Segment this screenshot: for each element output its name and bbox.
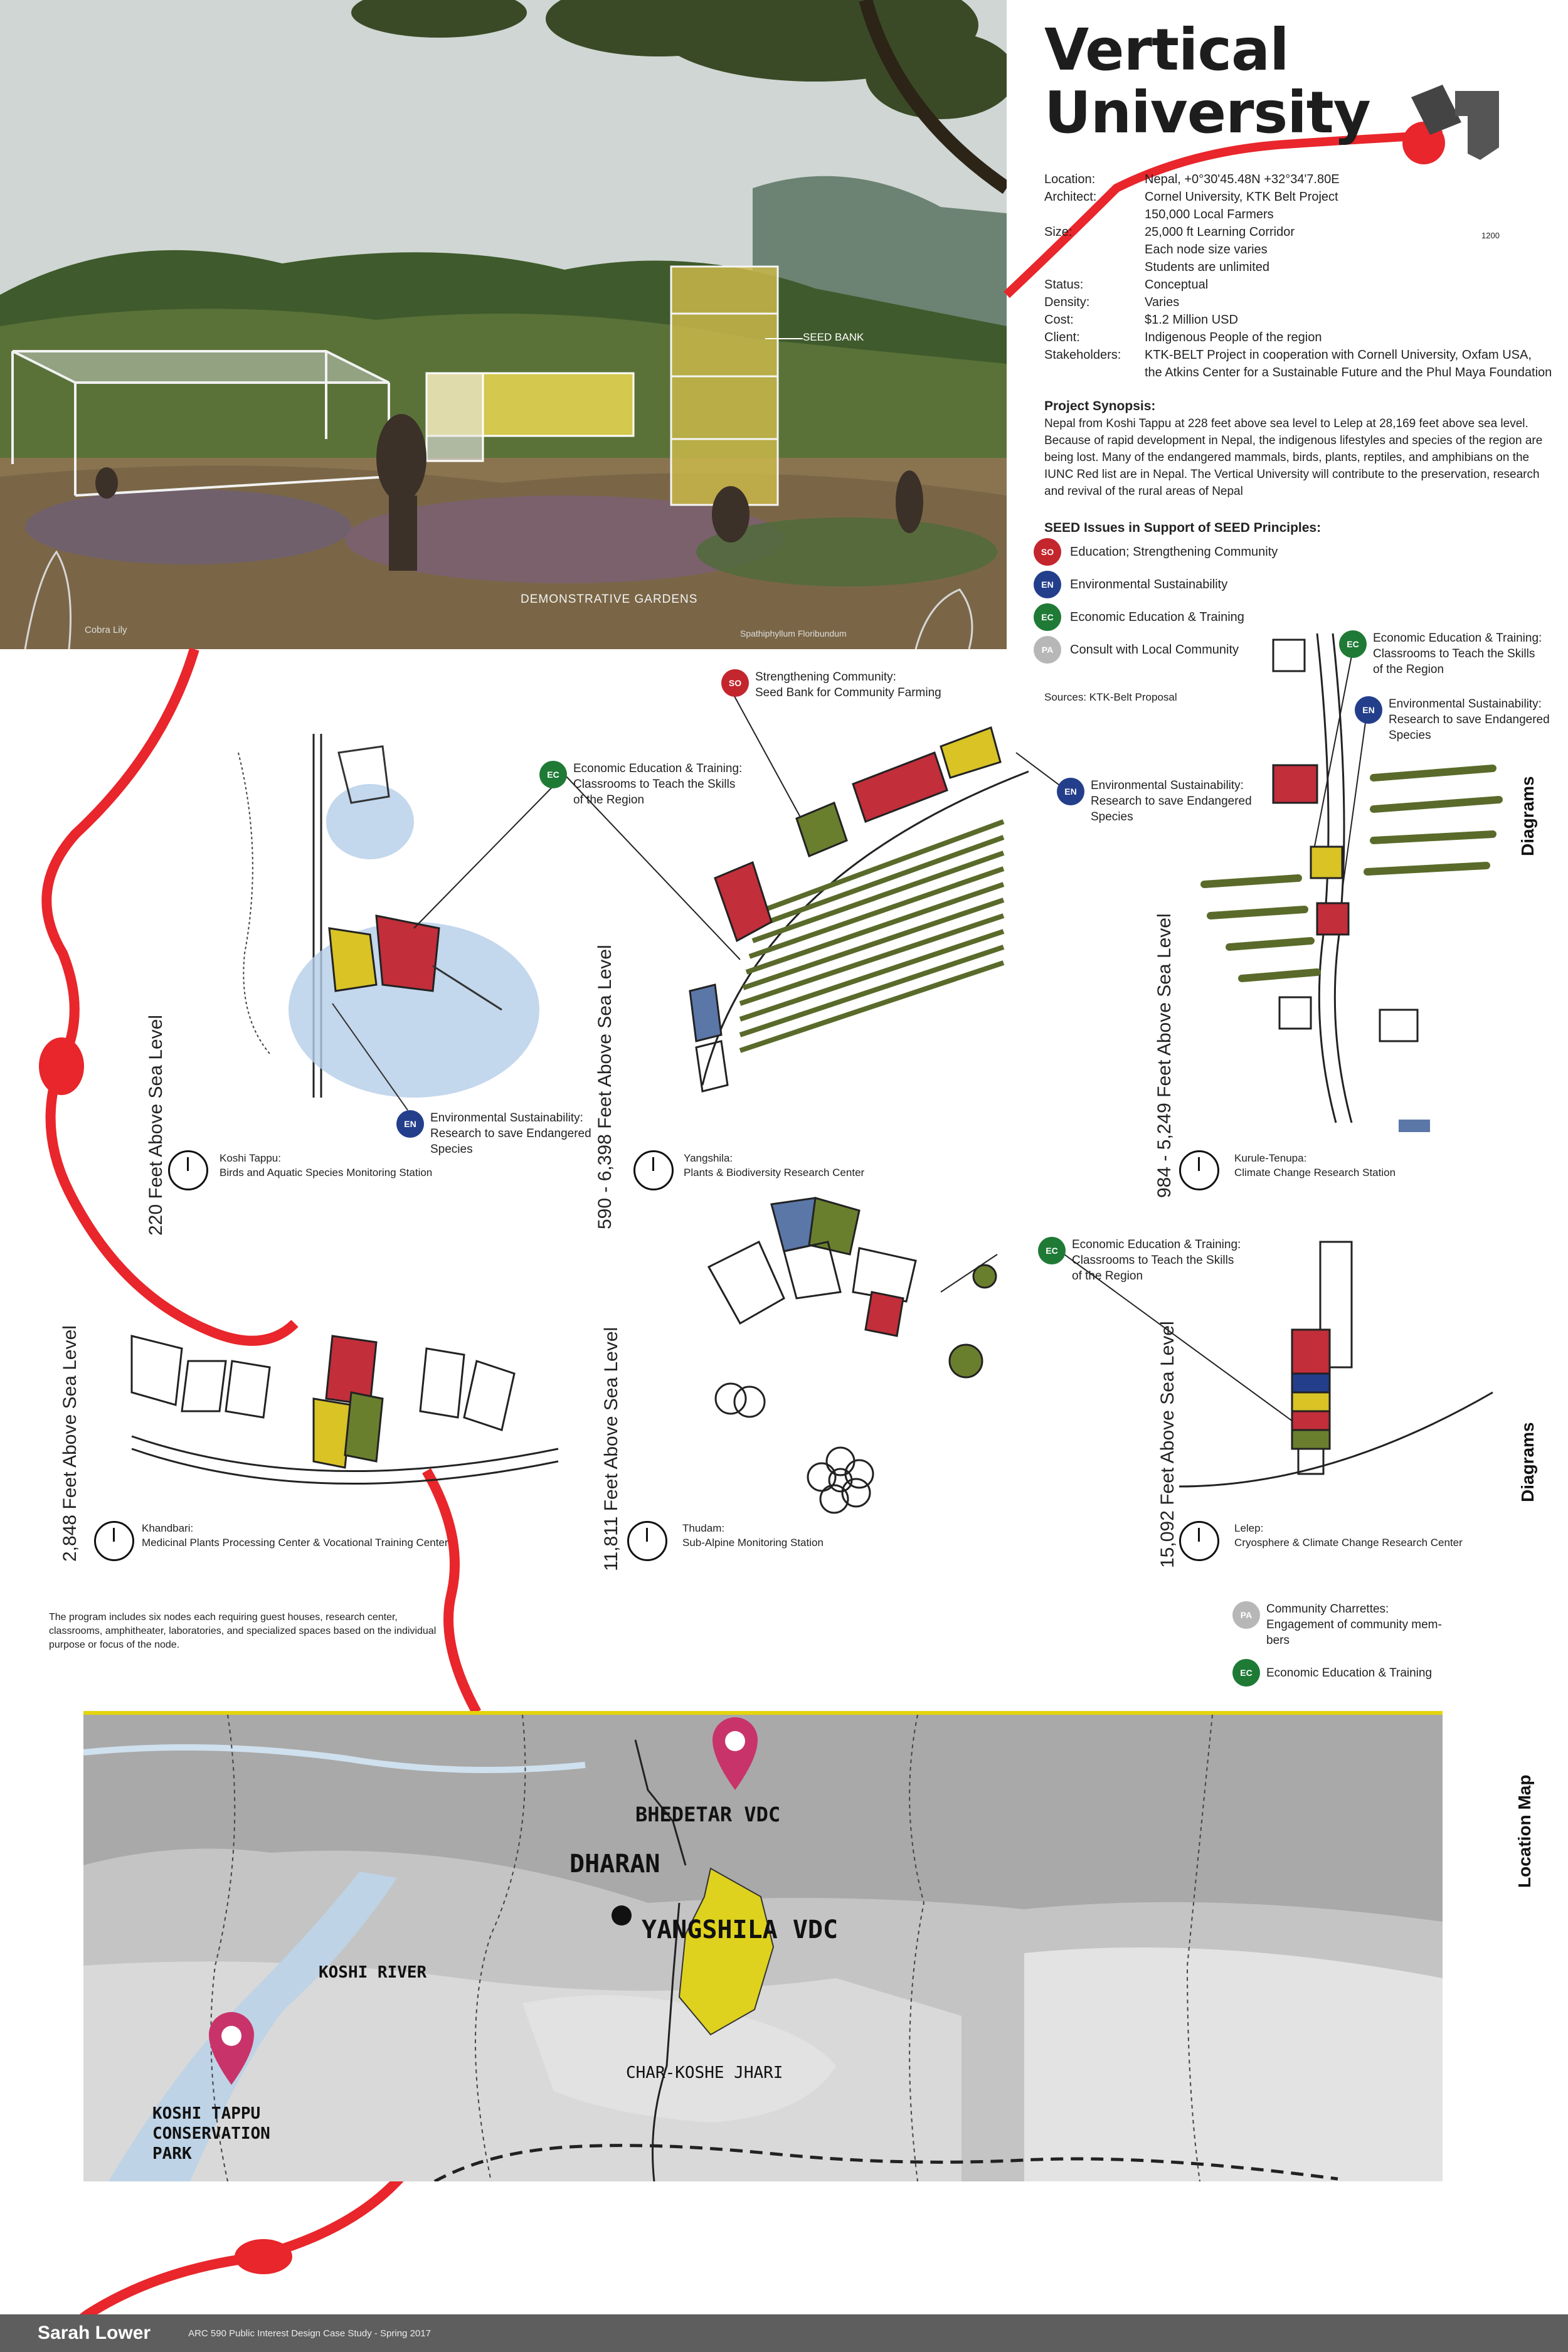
- ec-badge-icon: EC: [539, 761, 567, 788]
- dharan-label: DHARAN: [569, 1850, 660, 1878]
- gardens-label: DEMONSTRATIVE GARDENS: [521, 593, 698, 606]
- en-callout: EN Environmental Sustainability:Research…: [1355, 696, 1550, 743]
- lelep-sketch: [1179, 1241, 1493, 1488]
- yangshila-sketch: [689, 726, 1029, 1093]
- elevation-label: 220 Feet Above Sea Level: [146, 1015, 166, 1236]
- en-badge-icon: EN: [1057, 778, 1084, 805]
- so-callout: SO Strengthening Community:Seed Bank for…: [721, 669, 941, 701]
- hero-rendering: SEED BANK DEMONSTRATIVE GARDENS Cobra Li…: [0, 0, 1007, 649]
- ec-callout: EC Economic Education & Training:Classro…: [1339, 630, 1542, 677]
- clock-icon: [627, 1521, 667, 1561]
- location-pin-icon: [209, 2012, 254, 2085]
- ec-callout: EC Economic Education & Training: [1232, 1659, 1432, 1687]
- en-badge-icon: EN: [1034, 571, 1061, 598]
- ec-badge-icon: EC: [1038, 1237, 1066, 1264]
- sources: Sources: KTK-Belt Proposal: [1044, 691, 1177, 703]
- koshi-tappu-sketch: [238, 734, 539, 1111]
- node-label: Thudam:Sub-Alpine Monitoring Station: [682, 1522, 824, 1549]
- project-info-list: Location:Nepal, +0°30'45.48N +32°34'7.80…: [1044, 171, 1559, 381]
- seed-item: SO Education; Strengthening Community: [1034, 538, 1278, 566]
- program-text: The program includes six nodes each requ…: [49, 1612, 437, 1650]
- species-label: Spathiphyllum Floribundum: [740, 628, 847, 638]
- author-name: Sarah Lower: [38, 2323, 151, 2343]
- title-line-2: University: [1044, 79, 1371, 146]
- info-row: Status:Conceptual: [1044, 278, 1209, 292]
- info-row: Stakeholders:KTK-BELT Project in coopera…: [1044, 348, 1532, 362]
- so-badge-icon: SO: [1034, 538, 1061, 566]
- ec-badge-icon: EC: [1339, 630, 1367, 658]
- pavilion-frame: [11, 350, 390, 497]
- koshi-river-label: KOSHI RIVER: [319, 1963, 427, 1982]
- en-badge-icon: EN: [1355, 696, 1382, 724]
- title-line-1: Vertical: [1044, 16, 1290, 83]
- seed-bank-label: SEED BANK: [803, 331, 864, 343]
- clock-icon: [94, 1521, 134, 1561]
- seed-heading: SEED Issues in Support of SEED Principle…: [1044, 521, 1322, 535]
- kurule-tenupa-sketch: [1200, 633, 1503, 1132]
- info-row: Density:Varies: [1044, 295, 1180, 309]
- en-badge-icon: EN: [396, 1110, 424, 1138]
- info-row: Client:Indigenous People of the region: [1044, 331, 1322, 344]
- en-callout: EN Environmental Sustainability:Research…: [396, 1110, 591, 1157]
- location-map-side-label: Location Map: [1515, 1774, 1534, 1888]
- building-plan-icon: [1405, 78, 1512, 169]
- course-info: ARC 590 Public Interest Design Case Stud…: [188, 2328, 431, 2339]
- so-badge-icon: SO: [721, 669, 749, 697]
- seed-item: EN Environmental Sustainability: [1034, 571, 1227, 598]
- info-row: Size:25,000 ft Learning Corridor: [1044, 225, 1295, 239]
- node-label: Khandbari:Medicinal Plants Processing Ce…: [142, 1522, 448, 1549]
- clock-icon: [168, 1150, 208, 1190]
- ec-badge-icon: EC: [1034, 603, 1061, 631]
- info-row: Architect:Cornel University, KTK Belt Pr…: [1044, 190, 1338, 204]
- clock-icon: [1179, 1150, 1219, 1190]
- pa-badge-icon: PA: [1034, 636, 1061, 664]
- khandbari-sketch: [130, 1335, 559, 1485]
- map-terrain: [83, 1715, 1443, 2181]
- elevation-label: 590 - 6,398 Feet Above Sea Level: [595, 945, 615, 1229]
- location-pin-icon: [712, 1717, 758, 1790]
- ec-callout: EC Economic Education & Training:Classro…: [539, 761, 742, 808]
- elevation-label: 2,848 Feet Above Sea Level: [60, 1325, 80, 1562]
- info-row: Cost:$1.2 Million USD: [1044, 313, 1238, 327]
- pa-badge-icon: PA: [1232, 1601, 1260, 1629]
- hero-scene: [0, 0, 1007, 649]
- node-label: Lelep:Cryosphere & Climate Change Resear…: [1234, 1522, 1463, 1549]
- synopsis-heading: Project Synopsis:: [1044, 399, 1156, 413]
- yangshila-label: YANGSHILA VDC: [642, 1915, 839, 1944]
- clock-icon: [1179, 1521, 1219, 1561]
- pa-callout: PA Community Charrettes:Engagement of co…: [1232, 1601, 1442, 1648]
- info-row: 150,000 Local Farmers: [1145, 208, 1274, 221]
- node-label: Yangshila:Plants & Biodiversity Research…: [684, 1152, 865, 1179]
- node-label: Koshi Tappu:Birds and Aquatic Species Mo…: [220, 1152, 433, 1179]
- seed-bank-tower: [670, 265, 779, 506]
- elevation-label: 984 - 5,249 Feet Above Sea Level: [1154, 913, 1175, 1198]
- seed-item: EC Economic Education & Training: [1034, 603, 1244, 631]
- clock-icon: [633, 1150, 674, 1190]
- node-label: Kurule-Tenupa:Climate Change Research St…: [1234, 1152, 1396, 1179]
- location-map[interactable]: BHEDETAR VDC DHARAN YANGSHILA VDC KOSHI …: [83, 1711, 1443, 2181]
- char-koshe-label: CHAR-KOSHE JHARI: [626, 2063, 783, 2082]
- diagrams-side-label: Diagrams: [1518, 1422, 1537, 1502]
- page-title: Vertical University: [1044, 16, 1371, 146]
- elevation-label: 15,092 Feet Above Sea Level: [1157, 1321, 1178, 1568]
- synopsis-text: Nepal from Koshi Tappu at 228 feet above…: [1044, 417, 1543, 498]
- info-row: the Atkins Center for a Sustainable Futu…: [1145, 366, 1552, 379]
- bhedetar-label: BHEDETAR VDC: [635, 1803, 781, 1826]
- seed-item: PA Consult with Local Community: [1034, 636, 1239, 664]
- elevation-label: 11,811 Feet Above Sea Level: [601, 1327, 622, 1571]
- info-row: Location:Nepal, +0°30'45.48N +32°34'7.80…: [1044, 172, 1340, 186]
- info-row: Students are unlimited: [1145, 260, 1270, 274]
- info-row: Each node size varies: [1145, 243, 1268, 257]
- ec-callout: EC Economic Education & Training:Classro…: [1038, 1237, 1241, 1284]
- plant-label: Cobra Lily: [85, 625, 127, 635]
- footer: Sarah Lower ARC 590 Public Interest Desi…: [0, 2314, 1568, 2352]
- en-callout: EN Environmental Sustainability:Research…: [1057, 778, 1252, 825]
- thudam-sketch: [707, 1197, 997, 1514]
- ec-badge-icon: EC: [1232, 1659, 1260, 1687]
